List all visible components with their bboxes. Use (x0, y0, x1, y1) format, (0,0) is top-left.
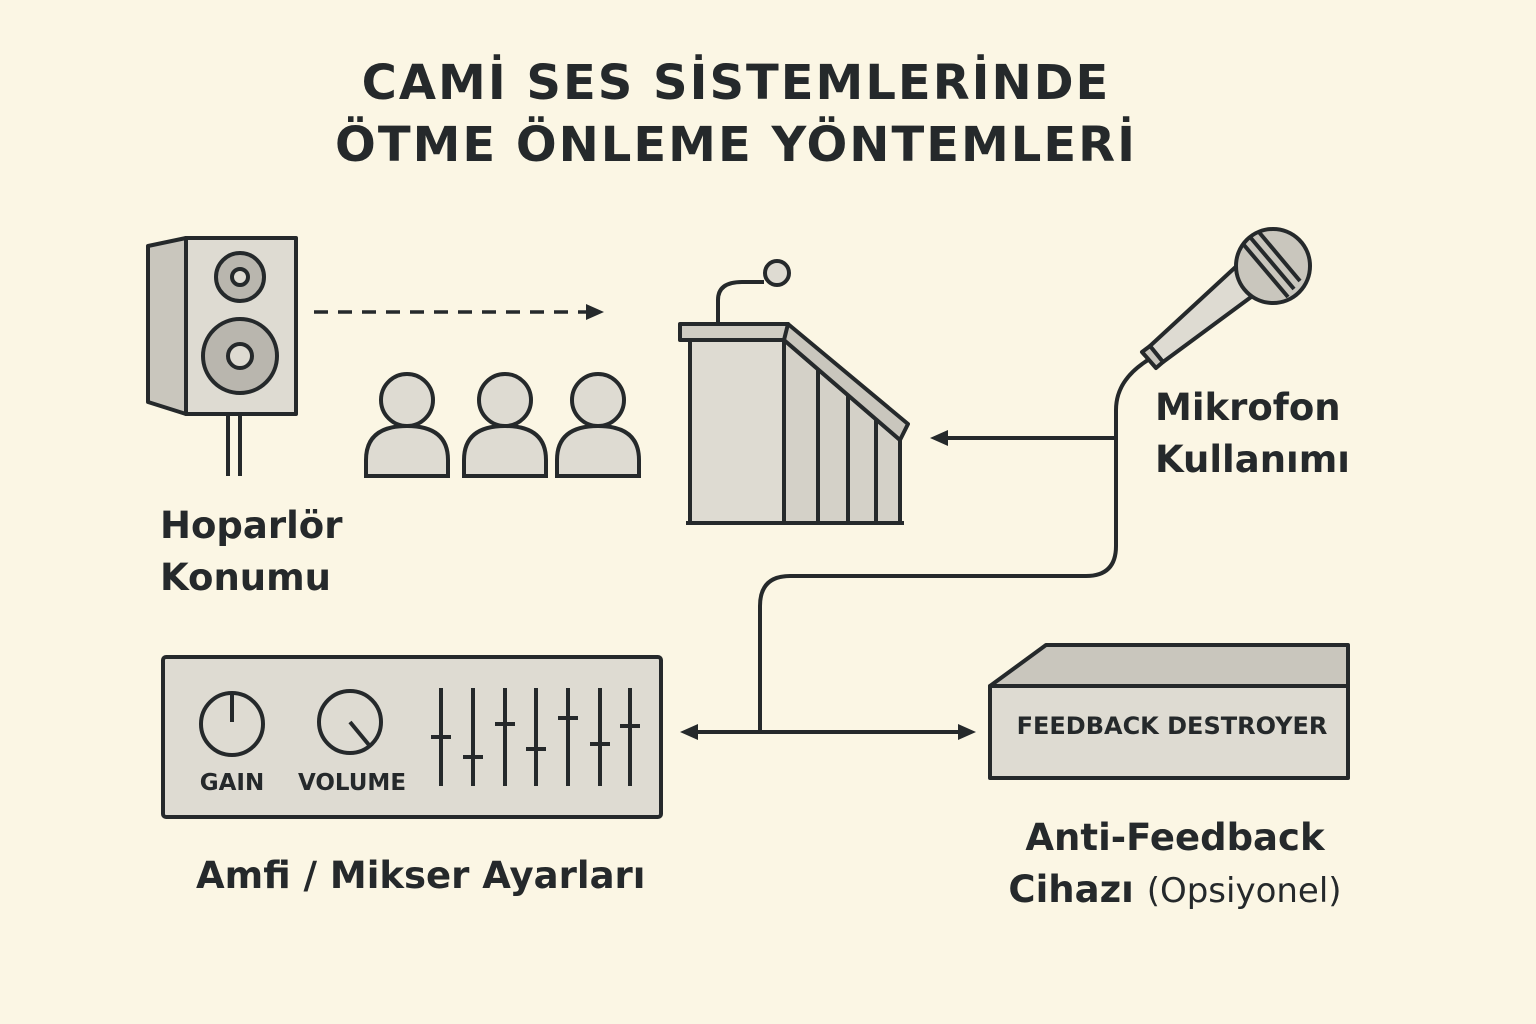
volume-knob-icon (317, 689, 383, 755)
anti-feedback-label-line-1: Anti-Feedback (1025, 816, 1325, 859)
microphone-label-line-2: Kullanımı (1155, 438, 1350, 481)
anti-feedback-label-main: Cihazı (1008, 868, 1134, 911)
person-icon (555, 372, 641, 478)
anti-feedback-label-line-2: Cihazı (Opsiyonel) (990, 864, 1360, 917)
speaker-direction-arrow (314, 304, 604, 320)
gain-label: GAIN (199, 770, 265, 796)
speaker-position-label: Hoparlör Konumu (160, 500, 342, 604)
feedback-destroyer-label: FEEDBACK DESTROYER (1016, 712, 1328, 740)
fader-bank-icon (431, 688, 640, 786)
microphone-usage-label: Mikrofon Kullanımı (1155, 382, 1350, 486)
speaker-label-line-1: Hoparlör (160, 504, 343, 547)
speaker-label-line-2: Konumu (160, 556, 332, 599)
pulpit-icon (678, 259, 910, 525)
signal-link-arrow (680, 724, 976, 740)
person-icon (364, 372, 450, 478)
optional-note: (Opsiyonel) (1146, 871, 1342, 911)
microphone-label-line-1: Mikrofon (1155, 386, 1341, 429)
title-line-2: ÖTME ÖNLEME YÖNTEMLERİ (335, 117, 1137, 173)
microphone-icon (1140, 227, 1312, 370)
microphone-to-pulpit-arrow (930, 430, 1116, 446)
microphone-cable (758, 358, 1150, 732)
anti-feedback-label: Anti-Feedback Cihazı (Opsiyonel) (990, 812, 1360, 917)
diagram-title: CAMİ SES SİSTEMLERİNDE ÖTME ÖNLEME YÖNTE… (0, 52, 1472, 176)
title-line-1: CAMİ SES SİSTEMLERİNDE (361, 55, 1111, 111)
person-icon (462, 372, 548, 478)
speaker-icon (146, 236, 298, 476)
mixer-settings-label: Amfi / Mikser Ayarları (196, 854, 646, 897)
volume-label: VOLUME (297, 770, 407, 796)
gain-knob-icon (199, 691, 265, 757)
audience-icon (364, 372, 641, 478)
mixer-icon (161, 655, 663, 819)
feedback-destroyer-icon (988, 643, 1350, 780)
